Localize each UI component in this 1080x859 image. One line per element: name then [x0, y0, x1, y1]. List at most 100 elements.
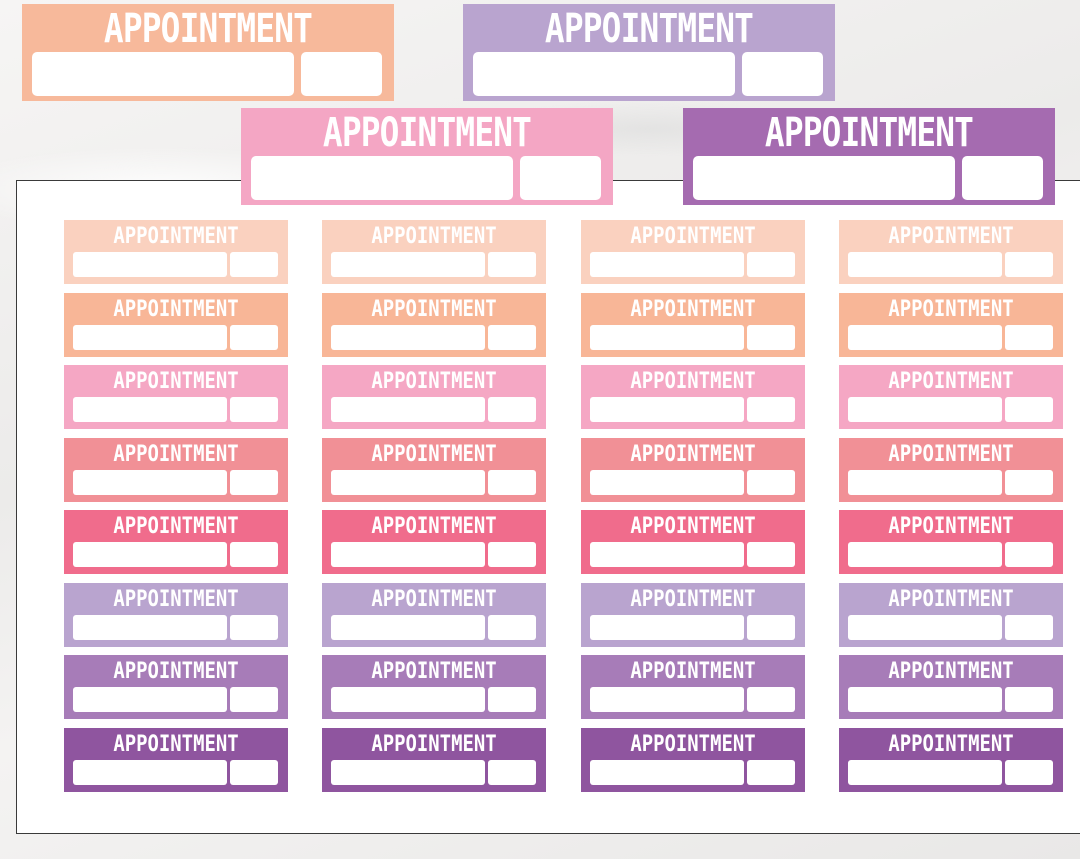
- small-sticker: APPOINTMENT: [581, 438, 805, 502]
- sticker-title: APPOINTMENT: [888, 732, 1014, 757]
- sticker-title: APPOINTMENT: [888, 297, 1014, 322]
- writing-box: [331, 325, 485, 350]
- sticker-title: APPOINTMENT: [630, 297, 756, 322]
- writing-box: [590, 542, 744, 567]
- small-sticker: APPOINTMENT: [322, 655, 546, 719]
- writing-box: [32, 52, 294, 96]
- small-sticker: APPOINTMENT: [839, 655, 1063, 719]
- sticker-title: APPOINTMENT: [371, 732, 497, 757]
- sticker-title: APPOINTMENT: [371, 224, 497, 249]
- time-box: [747, 325, 795, 350]
- writing-box: [73, 470, 227, 495]
- sticker-title: APPOINTMENT: [888, 442, 1014, 467]
- sticker-title: APPOINTMENT: [630, 224, 756, 249]
- sticker-title: APPOINTMENT: [888, 514, 1014, 539]
- writing-box: [590, 252, 744, 277]
- writing-box: [590, 615, 744, 640]
- writing-box: [848, 397, 1002, 422]
- writing-box: [331, 470, 485, 495]
- time-box: [742, 52, 823, 96]
- small-sticker: APPOINTMENT: [322, 365, 546, 429]
- writing-box: [331, 760, 485, 785]
- small-sticker: APPOINTMENT: [64, 510, 288, 574]
- sticker-title: APPOINTMENT: [371, 369, 497, 394]
- sticker-title: APPOINTMENT: [371, 297, 497, 322]
- small-sticker: APPOINTMENT: [839, 220, 1063, 284]
- time-box: [488, 397, 536, 422]
- sticker-title: APPOINTMENT: [322, 110, 532, 156]
- time-box: [488, 252, 536, 277]
- small-sticker: APPOINTMENT: [839, 293, 1063, 357]
- sticker-title: APPOINTMENT: [630, 442, 756, 467]
- sticker-title: APPOINTMENT: [371, 514, 497, 539]
- writing-box: [848, 687, 1002, 712]
- small-sticker: APPOINTMENT: [839, 583, 1063, 647]
- small-sticker: APPOINTMENT: [64, 438, 288, 502]
- sticker-title: APPOINTMENT: [113, 587, 239, 612]
- sticker-title: APPOINTMENT: [103, 6, 313, 52]
- writing-box: [73, 760, 227, 785]
- time-box: [1005, 470, 1053, 495]
- time-box: [1005, 252, 1053, 277]
- time-box: [1005, 687, 1053, 712]
- time-box: [230, 542, 278, 567]
- sticker-sheet: [16, 180, 1080, 834]
- writing-box: [693, 156, 955, 200]
- small-sticker: APPOINTMENT: [64, 655, 288, 719]
- small-sticker: APPOINTMENT: [322, 728, 546, 792]
- small-sticker: APPOINTMENT: [64, 220, 288, 284]
- time-box: [488, 687, 536, 712]
- time-box: [747, 760, 795, 785]
- small-sticker: APPOINTMENT: [581, 510, 805, 574]
- time-box: [230, 687, 278, 712]
- writing-box: [331, 615, 485, 640]
- time-box: [747, 252, 795, 277]
- sticker-title: APPOINTMENT: [113, 369, 239, 394]
- sticker-title: APPOINTMENT: [113, 224, 239, 249]
- sticker-title: APPOINTMENT: [113, 659, 239, 684]
- writing-box: [590, 687, 744, 712]
- large-sticker: APPOINTMENT: [22, 4, 394, 101]
- time-box: [230, 252, 278, 277]
- writing-box: [251, 156, 513, 200]
- small-sticker: APPOINTMENT: [581, 220, 805, 284]
- time-box: [1005, 615, 1053, 640]
- sticker-title: APPOINTMENT: [371, 659, 497, 684]
- time-box: [488, 760, 536, 785]
- writing-box: [331, 687, 485, 712]
- writing-box: [73, 687, 227, 712]
- writing-box: [331, 542, 485, 567]
- writing-box: [73, 325, 227, 350]
- sticker-title: APPOINTMENT: [113, 297, 239, 322]
- time-box: [301, 52, 382, 96]
- writing-box: [331, 252, 485, 277]
- small-sticker: APPOINTMENT: [322, 438, 546, 502]
- sticker-title: APPOINTMENT: [888, 659, 1014, 684]
- small-sticker: APPOINTMENT: [839, 365, 1063, 429]
- writing-box: [848, 615, 1002, 640]
- time-box: [747, 470, 795, 495]
- writing-box: [848, 542, 1002, 567]
- small-sticker: APPOINTMENT: [64, 728, 288, 792]
- small-sticker: APPOINTMENT: [322, 293, 546, 357]
- time-box: [520, 156, 601, 200]
- large-sticker: APPOINTMENT: [683, 108, 1055, 205]
- small-sticker: APPOINTMENT: [839, 510, 1063, 574]
- writing-box: [73, 397, 227, 422]
- time-box: [488, 325, 536, 350]
- sticker-title: APPOINTMENT: [630, 369, 756, 394]
- small-sticker: APPOINTMENT: [322, 510, 546, 574]
- small-sticker: APPOINTMENT: [839, 728, 1063, 792]
- writing-box: [848, 252, 1002, 277]
- sticker-title: APPOINTMENT: [113, 732, 239, 757]
- time-box: [230, 470, 278, 495]
- small-sticker: APPOINTMENT: [581, 365, 805, 429]
- writing-box: [73, 252, 227, 277]
- sticker-title: APPOINTMENT: [888, 369, 1014, 394]
- large-sticker: APPOINTMENT: [241, 108, 613, 205]
- time-box: [747, 397, 795, 422]
- sticker-title: APPOINTMENT: [371, 442, 497, 467]
- writing-box: [331, 397, 485, 422]
- small-sticker: APPOINTMENT: [64, 583, 288, 647]
- sticker-title: APPOINTMENT: [630, 587, 756, 612]
